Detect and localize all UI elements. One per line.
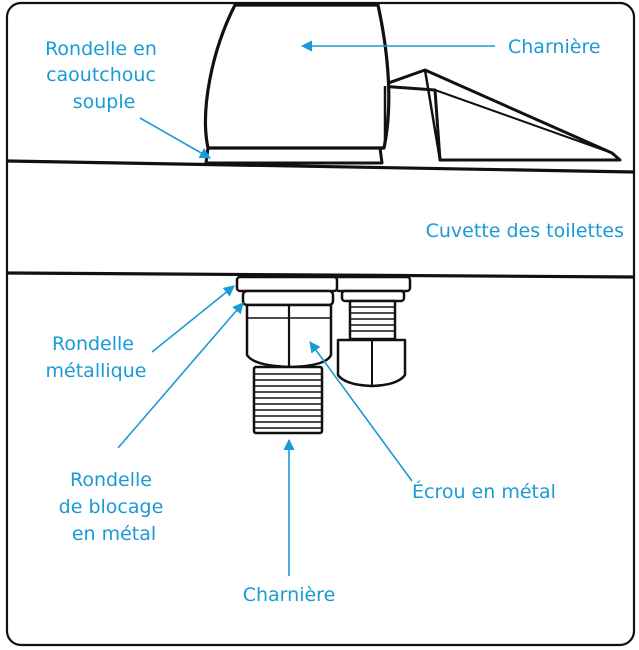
- label-rubber-washer: Rondelle en caoutchouc souple: [45, 38, 163, 113]
- label-metal-washer: Rondelle métallique: [46, 333, 147, 382]
- rubber-washer-shape: [204, 146, 384, 165]
- label-bowl: Cuvette des toilettes: [426, 220, 624, 242]
- label-hinge-top: Charnière: [508, 36, 601, 58]
- leader-metal-nut: [309, 341, 413, 482]
- hinge-body: [203, 3, 391, 150]
- metal-washer-shape: [235, 275, 339, 293]
- leader-lines: [117, 40, 495, 576]
- leader-metal-washer: [151, 285, 235, 353]
- hardware-bottom: [235, 275, 412, 435]
- threaded-bolt: [252, 365, 324, 435]
- lock-washer-shape: [241, 289, 335, 307]
- bowl-rim: [7, 159, 635, 279]
- hinge-assembly-top: [203, 3, 622, 165]
- label-lock-washer: Rondelle de blocage en métal: [59, 469, 170, 545]
- frame-border: [5, 1, 636, 647]
- label-metal-nut: Écrou en métal: [412, 480, 556, 503]
- right-washer: [334, 275, 412, 293]
- leader-rubber-washer: [139, 117, 211, 159]
- leader-lock-washer: [117, 302, 244, 449]
- hinge-arm: [378, 68, 622, 162]
- label-hinge-bottom: Charnière: [243, 584, 336, 606]
